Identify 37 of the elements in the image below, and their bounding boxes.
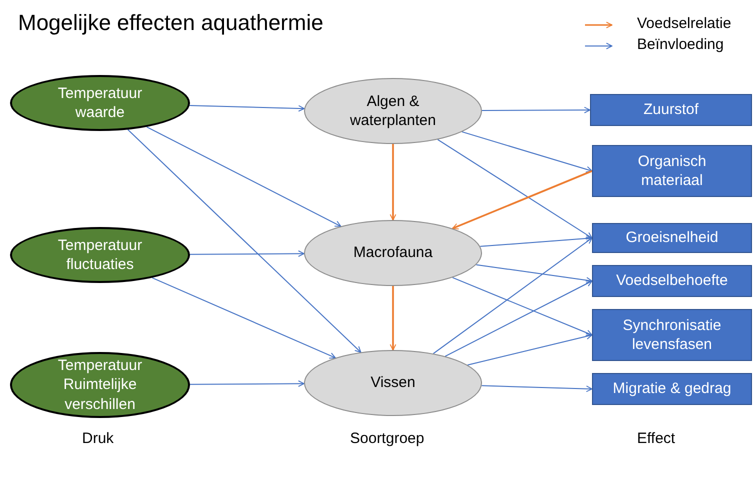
legend-label: Voedselrelatie bbox=[637, 15, 732, 32]
arrow bbox=[152, 277, 336, 359]
arrow bbox=[467, 333, 592, 366]
arrow bbox=[452, 170, 592, 230]
arrow bbox=[390, 144, 396, 220]
arrow bbox=[127, 129, 362, 353]
arrow bbox=[189, 104, 305, 112]
pressure-ellipse: Temperatuur Ruimtelijke verschillen bbox=[10, 352, 190, 418]
pressure-ellipse: Temperatuur waarde bbox=[10, 75, 190, 131]
pressure-ellipse: Temperatuur fluctuaties bbox=[10, 227, 190, 283]
arrow bbox=[189, 380, 305, 387]
effect-box: Synchronisatie levensfasen bbox=[592, 309, 752, 361]
column-label: Soortgroep bbox=[350, 430, 424, 447]
arrow bbox=[189, 250, 305, 257]
arrow bbox=[480, 235, 592, 247]
arrow bbox=[437, 139, 592, 238]
effect-box: Voedselbehoefte bbox=[592, 265, 752, 297]
arrow bbox=[452, 277, 592, 336]
arrow bbox=[476, 264, 592, 284]
effect-box: Zuurstof bbox=[590, 94, 752, 126]
species-group-ellipse: Algen & waterplanten bbox=[304, 78, 482, 144]
column-label: Druk bbox=[82, 430, 114, 447]
arrow bbox=[482, 106, 590, 114]
arrow bbox=[462, 131, 592, 173]
arrow bbox=[444, 280, 592, 357]
column-label: Effect bbox=[637, 430, 676, 447]
title: Mogelijke effecten aquathermie bbox=[18, 10, 324, 36]
effect-box: Organisch materiaal bbox=[592, 145, 752, 197]
arrow bbox=[481, 385, 592, 392]
arrow bbox=[390, 286, 396, 350]
species-group-ellipse: Vissen bbox=[304, 350, 482, 416]
legend-label: Beïnvloeding bbox=[637, 36, 724, 53]
effect-box: Groeisnelheid bbox=[592, 223, 752, 253]
species-group-ellipse: Macrofauna bbox=[304, 220, 482, 286]
effect-box: Migratie & gedrag bbox=[592, 373, 752, 405]
arrow bbox=[146, 126, 342, 227]
arrow bbox=[432, 238, 592, 354]
